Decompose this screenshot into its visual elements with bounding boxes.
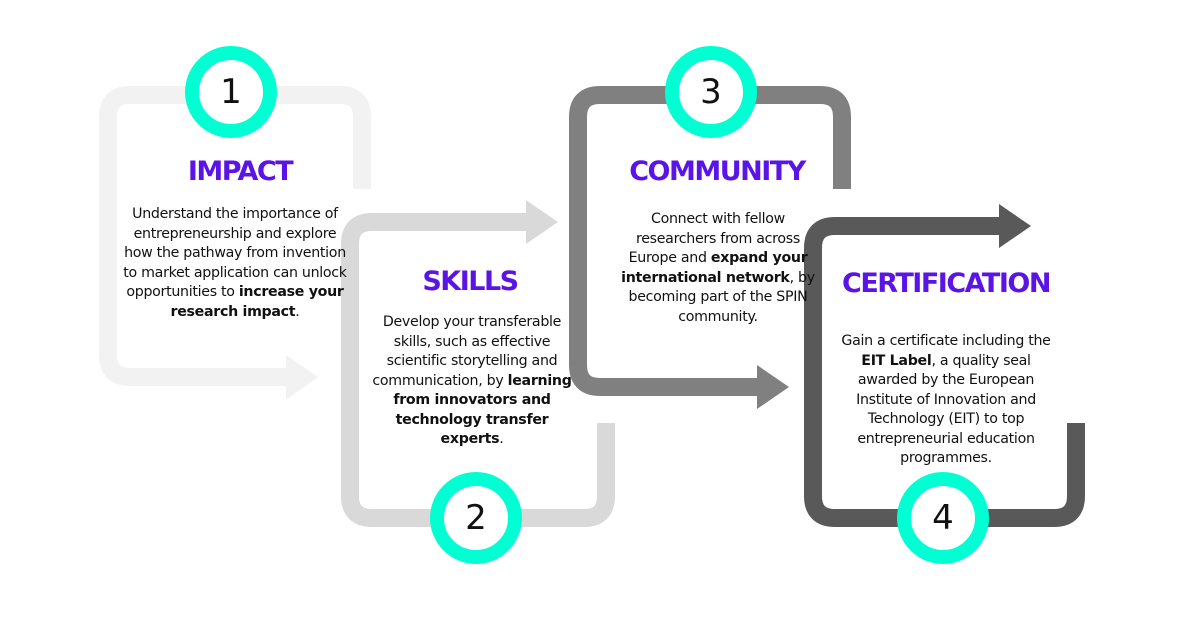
step-2-text-c: . (499, 431, 504, 447)
step-1-number: 1 (220, 72, 242, 112)
step-3-text-c: , by becoming part of the SPIN community… (628, 269, 816, 325)
step-4-number-badge: 4 (897, 472, 989, 564)
track-2 (341, 213, 615, 527)
step-3-description: Connect with fellow researchers from acr… (612, 210, 824, 327)
step-4-text-bold: EIT Label (861, 352, 932, 369)
step-3-number: 3 (700, 72, 722, 112)
step-1-description: Understand the importance of entrepreneu… (122, 205, 348, 322)
step-1-title: IMPACT (187, 156, 294, 187)
step-1-text-bold: increase your research impact (170, 284, 344, 320)
step-2-text-a: Develop your transferable skills, such a… (372, 314, 562, 389)
step-2-text-bold: learning from innovators and technology … (393, 372, 572, 448)
step-3-text-bold: expand your international network (621, 250, 808, 286)
step-1-text-a: Understand the importance of entrepreneu… (123, 206, 347, 300)
step-2-number-badge: 2 (430, 472, 522, 564)
track-4-arrowhead (999, 204, 1031, 248)
step-4-title: CERTIFICATION (842, 268, 1051, 299)
step-4-number: 4 (932, 498, 954, 538)
track-1 (99, 86, 371, 386)
step-3-title: COMMUNITY (629, 156, 806, 187)
step-2-title: SKILLS (422, 266, 519, 297)
step-3-number-badge: 3 (665, 46, 757, 138)
track-2-arrowhead (526, 200, 558, 244)
step-3-text-a: Connect with fellow researchers from acr… (628, 211, 801, 266)
step-1-text-c: . (295, 303, 300, 320)
track-1-arrowhead (286, 355, 318, 400)
track-4 (804, 217, 1085, 527)
track-3 (569, 86, 851, 396)
step-4-text-a: Gain a certificate including the (841, 333, 1051, 349)
step-4-text-c: , a quality seal awarded by the European… (856, 352, 1036, 467)
step-1-number-badge: 1 (185, 46, 277, 138)
track-3-arrowhead (757, 365, 789, 409)
step-2-description: Develop your transferable skills, such a… (372, 313, 572, 450)
step-2-number: 2 (465, 498, 487, 538)
step-4-description: Gain a certificate including the EIT Lab… (836, 332, 1056, 469)
